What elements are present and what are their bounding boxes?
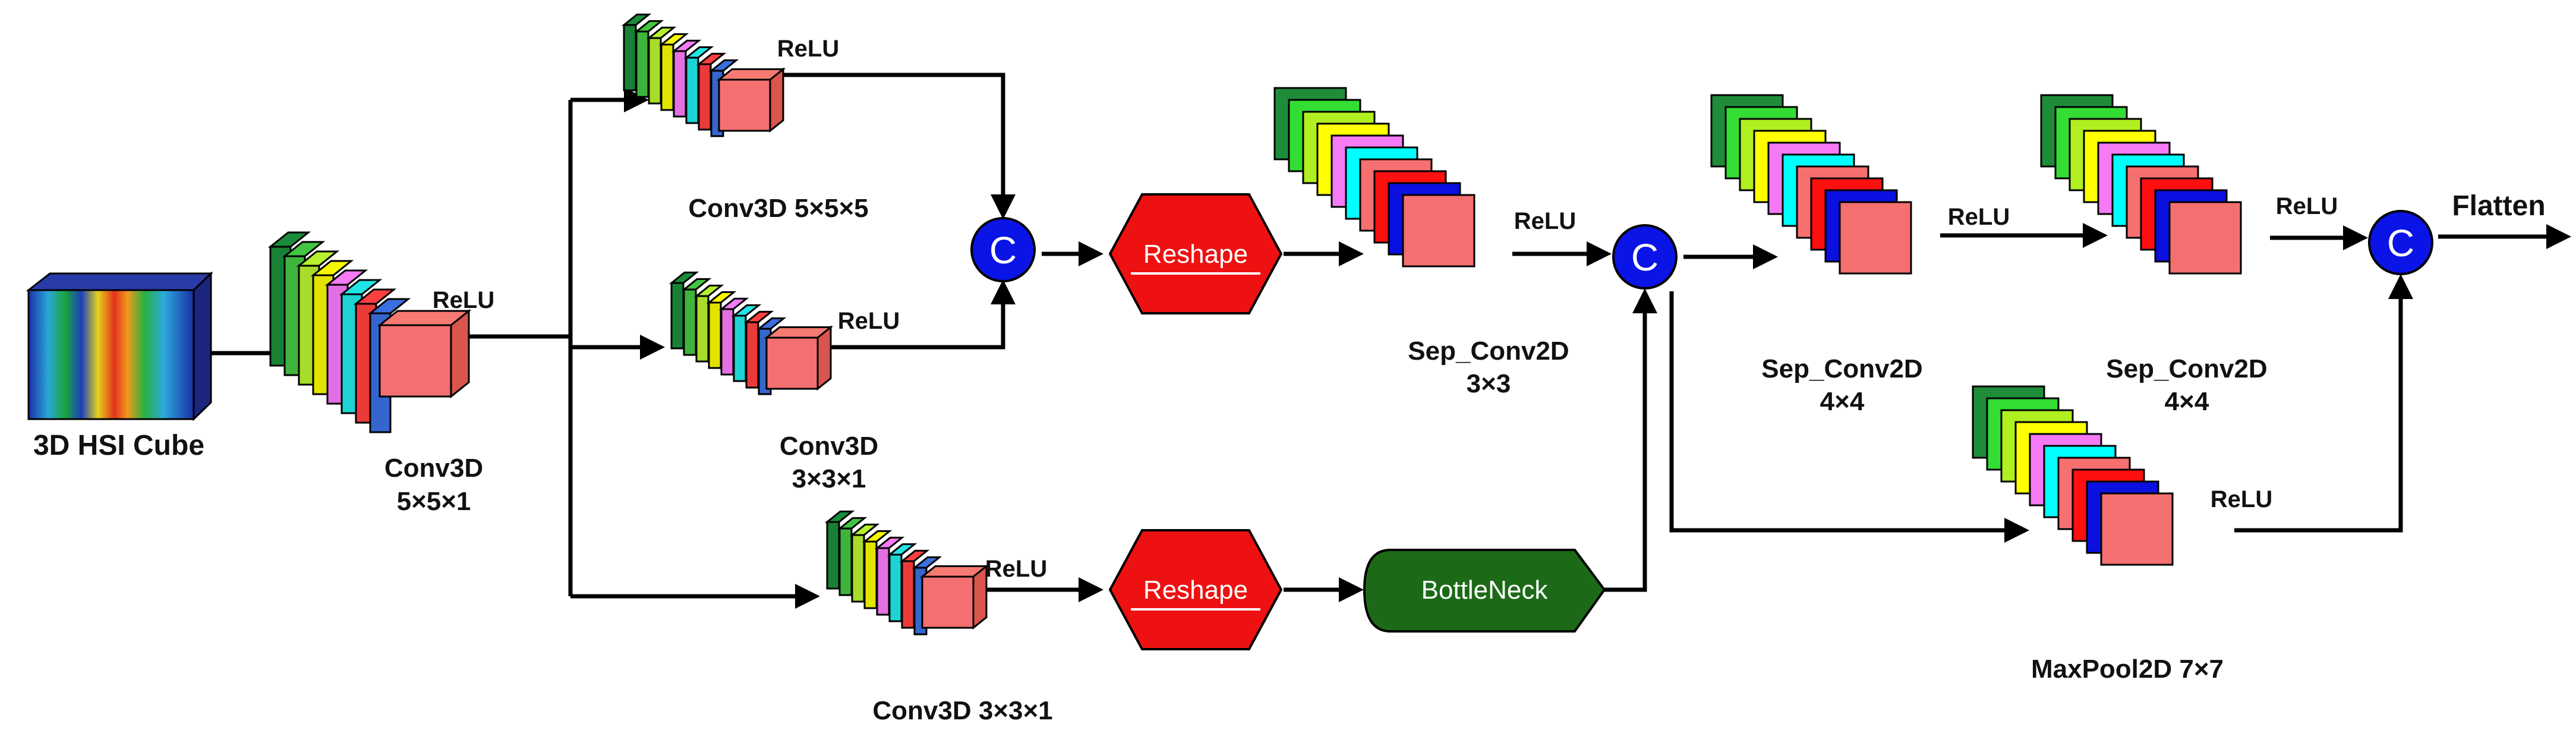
reshape-node-2: Reshape (1108, 529, 1283, 650)
sep1-label: Sep_Conv2D (1408, 336, 1569, 366)
concat-node-3-label: C (2387, 222, 2414, 265)
maxpool-block (1972, 385, 2174, 566)
reshape-node-1-label: Reshape (1143, 240, 1248, 269)
input-label: 3D HSI Cube (33, 430, 204, 461)
conv3d-b-block (621, 13, 786, 137)
sep1-kernel: 3×3 (1467, 369, 1511, 398)
sep3-label: Sep_Conv2D (2106, 354, 2267, 383)
flatten-label: Flatten (2452, 190, 2545, 222)
layer-blocks (267, 13, 2242, 636)
sep-conv2d-1-block (1273, 87, 1475, 268)
concat-node-2: C (1612, 224, 1678, 290)
edge-maxpool-to-c3 (2234, 274, 2413, 533)
conv3d-c-label: Conv3D (780, 432, 878, 461)
edge-bottleneck-to-c2 (1604, 288, 1657, 592)
concat-node-1: C (970, 217, 1036, 282)
relu-sep2: ReLU (1948, 204, 2010, 230)
conv3d-a-kernel: 5×5×1 (397, 487, 471, 516)
conv3d-d-label: Conv3D 3×3×1 (872, 696, 1052, 725)
hsi-cube-side (193, 271, 212, 421)
reshape-node-1: Reshape (1108, 193, 1283, 314)
relu-d: ReLU (985, 556, 1047, 582)
sep-conv2d-2-block (1710, 94, 1912, 275)
relu-sep1: ReLU (1514, 208, 1576, 234)
sep3-kernel: 4×4 (2165, 387, 2209, 416)
bottleneck-node: BottleNeck (1363, 549, 1606, 633)
conv3d-c-block (669, 271, 834, 395)
concat-node-1-label: C (989, 229, 1017, 272)
relu-maxpool: ReLU (2211, 486, 2272, 512)
hsi-cube-input (26, 271, 213, 421)
concat-node-3: C (2368, 210, 2433, 275)
hsi-cube-front (27, 289, 195, 420)
labels: 3D HSI Cube Conv3D 5×5×1 ReLU Conv3D 5×5… (33, 36, 2546, 725)
relu-sep3: ReLU (2276, 193, 2338, 219)
bottleneck-label: BottleNeck (1421, 575, 1549, 605)
conv3d-d-block (824, 510, 989, 636)
edge-conv3d-c-to-c1 (762, 279, 1016, 350)
conv3d-a-label: Conv3D (384, 454, 483, 483)
concat-node-2-label: C (1631, 236, 1659, 279)
maxpool-label: MaxPool2D 7×7 (2031, 655, 2224, 684)
conv3d-a-block (267, 231, 472, 433)
sep2-label: Sep_Conv2D (1761, 354, 1922, 383)
hsi-cube-top (26, 272, 213, 291)
edge-c2-to-maxpool (1669, 291, 2029, 543)
relu-c: ReLU (838, 308, 900, 334)
edge-conv3d-b-to-c1 (746, 73, 1016, 219)
sep-conv2d-3-block (2040, 94, 2242, 275)
conv3d-c-kernel: 3×3×1 (792, 464, 866, 493)
conv3d-b-label: Conv3D 5×5×5 (688, 194, 868, 223)
reshape-node-2-label: Reshape (1143, 575, 1248, 605)
sep2-kernel: 4×4 (1820, 387, 1865, 416)
relu-a: ReLU (433, 287, 494, 313)
relu-b: ReLU (777, 36, 839, 62)
